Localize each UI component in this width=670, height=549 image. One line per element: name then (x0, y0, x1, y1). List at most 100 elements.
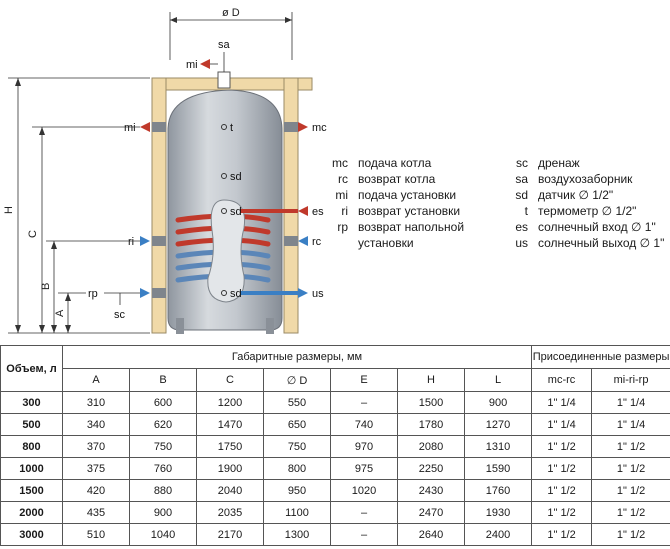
table-cell: 1" 1/2 (531, 435, 593, 458)
port-sd-lower: sd (230, 288, 242, 300)
column-header: A (62, 368, 130, 392)
table-cell: 1750 (196, 435, 264, 458)
conn-header: Присоединенные размеры (531, 345, 670, 369)
table-cell: – (330, 501, 398, 524)
table-cell: 1" 1/2 (531, 501, 593, 524)
port-t: t (230, 122, 233, 134)
table-cell: 620 (129, 413, 197, 436)
dim-b: B (40, 283, 52, 290)
diameter-label: ø D (222, 7, 240, 19)
table-cell: 2640 (397, 523, 465, 546)
dims-header: Габаритные размеры, мм (61, 345, 533, 369)
table-cell: 1300 (263, 523, 331, 546)
table-cell: 1" 1/2 (531, 523, 593, 546)
height-dimensions (8, 77, 150, 334)
table-cell: 1270 (463, 413, 533, 436)
table-cell: 600 (129, 391, 197, 414)
table-cell: 1" 1/4 (591, 391, 670, 414)
table-cell: 1040 (129, 523, 197, 546)
port-ri: ri (128, 236, 134, 248)
column-header: B (129, 368, 197, 392)
table-cell: – (330, 523, 398, 546)
dim-c: C (27, 230, 39, 238)
top-dimension: ø D (169, 7, 293, 60)
table-cell: 1900 (196, 457, 264, 480)
mi-left-arrow-icon (140, 122, 150, 132)
legend-item: установки (358, 236, 414, 250)
port-mi-top: mi (186, 59, 198, 71)
us-arrow-icon (298, 288, 308, 298)
ri-arrow-icon (140, 236, 150, 246)
table-cell: 375 (62, 457, 130, 480)
sensor-well (207, 199, 246, 303)
volume-cell: 800 (0, 435, 63, 458)
table-cell: 1" 1/2 (531, 479, 593, 502)
table-cell: 2040 (196, 479, 264, 502)
table-cell: 550 (263, 391, 331, 414)
table-cell: 1" 1/4 (531, 391, 593, 414)
table-cell: 435 (62, 501, 130, 524)
table-cell: 2170 (196, 523, 264, 546)
port-rc: rc (312, 236, 322, 248)
table-cell: 1100 (263, 501, 331, 524)
table-cell: 1020 (330, 479, 398, 502)
insulation-jacket (151, 71, 313, 334)
port-sc: sc (114, 309, 126, 321)
port-es: es (312, 206, 324, 218)
column-header: mi-ri-rp (591, 368, 670, 392)
table-cell: 370 (62, 435, 130, 458)
table-cell: 1" 1/2 (591, 479, 670, 502)
table-cell: 1200 (196, 391, 264, 414)
table-cell: 1" 1/4 (591, 413, 670, 436)
rp-arrow-icon (140, 288, 150, 298)
boiler-diagram: ø D t sd sd sd s (3, 7, 327, 334)
table-cell: 1" 1/2 (591, 523, 670, 546)
volume-cell: 300 (0, 391, 63, 414)
table-cell: 975 (330, 457, 398, 480)
table-cell: 2035 (196, 501, 264, 524)
mc-arrow-icon (298, 122, 308, 132)
port-mi-left: mi (124, 122, 136, 134)
column-header: ∅ D (263, 368, 331, 392)
table-cell: 950 (263, 479, 331, 502)
rc-arrow-icon (298, 236, 308, 246)
column-header: mc-rc (531, 368, 593, 392)
table-cell: 760 (129, 457, 197, 480)
volume-header: Объем, л (0, 345, 63, 392)
volume-cell: 2000 (0, 501, 63, 524)
table-cell: 1500 (397, 391, 465, 414)
table-cell: 750 (263, 435, 331, 458)
table-cell: 1" 1/2 (591, 435, 670, 458)
column-header: E (330, 368, 398, 392)
column-header: H (397, 368, 465, 392)
volume-cell: 500 (0, 413, 63, 436)
table-cell: – (330, 391, 398, 414)
port-rp: rp (88, 288, 98, 300)
volume-cell: 1000 (0, 457, 63, 480)
table-cell: 740 (330, 413, 398, 436)
port-sd-upper: sd (230, 171, 242, 183)
table-cell: 310 (62, 391, 130, 414)
table-cell: 1310 (463, 435, 533, 458)
port-us: us (312, 288, 324, 300)
spec-table: Объем, л Габаритные размеры, мм Присоеди… (0, 345, 670, 546)
table-cell: 2080 (397, 435, 465, 458)
table-cell: 900 (129, 501, 197, 524)
table-cell: 1780 (397, 413, 465, 436)
table-cell: 1" 1/2 (591, 457, 670, 480)
